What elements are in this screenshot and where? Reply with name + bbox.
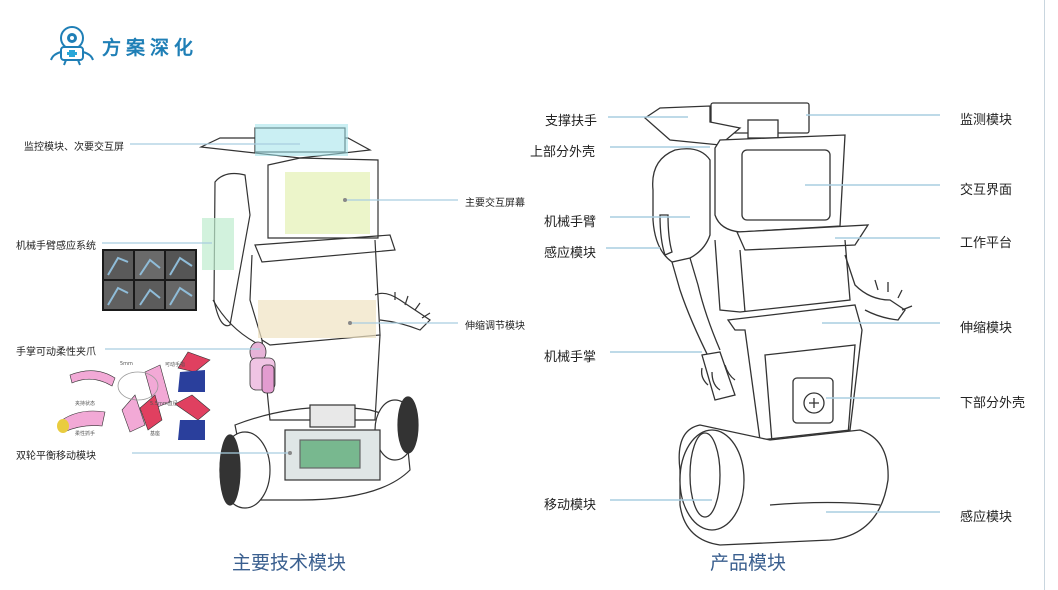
gripper-note: 5mm <box>120 361 133 367</box>
gripper-note: 基座 <box>150 431 161 437</box>
robot-logo-icon <box>50 26 94 66</box>
gripper-note: 可动手指 <box>165 362 186 368</box>
gripper-note: 柔性抓手 <box>75 431 96 437</box>
label-support-handle: 支撑扶手 <box>545 114 598 129</box>
label-lower-shell: 下部分外壳 <box>960 396 1026 411</box>
label-telescopic-adjust: 伸缩调节模块 <box>465 321 525 332</box>
label-monitor-module: 监测模块 <box>960 113 1013 128</box>
label-interface: 交互界面 <box>960 183 1013 198</box>
label-wheels: 双轮平衡移动模块 <box>16 451 96 462</box>
gripper-note: 夹持状态 <box>75 401 96 407</box>
label-mobile-module: 移动模块 <box>544 498 597 513</box>
label-main-screen: 主要交互屏幕 <box>465 198 525 209</box>
label-robot-hand: 机械手掌 <box>544 350 597 365</box>
label-telescopic-module: 伸缩模块 <box>960 321 1013 336</box>
page-title: 方案深化 <box>102 37 199 59</box>
label-workbench: 工作平台 <box>960 236 1013 251</box>
label-upper-shell: 上部分外壳 <box>530 145 596 160</box>
caption-left: 主要技术模块 <box>232 552 347 574</box>
label-sensor-left: 感应模块 <box>544 246 597 261</box>
label-gripper: 手掌可动柔性夹爪 <box>16 347 96 358</box>
edge-divider <box>1044 0 1045 590</box>
label-sensor-right: 感应模块 <box>960 510 1013 525</box>
gripper-note: 5.5mm直径 <box>150 401 178 407</box>
caption-right: 产品模块 <box>710 552 787 574</box>
label-monitor-screen: 监控模块、次要交互屏 <box>24 142 124 153</box>
label-robot-arm: 机械手臂 <box>544 215 597 230</box>
label-arm-sensor: 机械手臂感应系统 <box>16 241 96 252</box>
